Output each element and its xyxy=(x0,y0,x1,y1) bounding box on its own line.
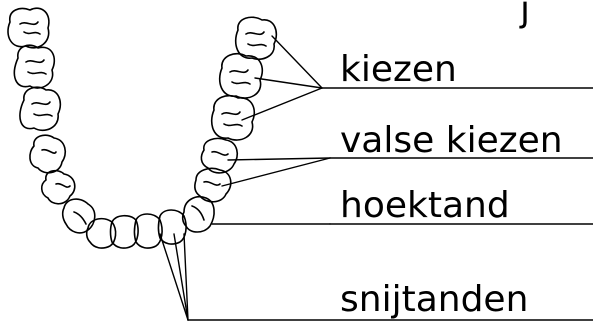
title-fragment: j xyxy=(520,0,531,30)
molar-right-3 xyxy=(234,16,278,60)
incisor-4 xyxy=(157,209,187,245)
molar-left-1 xyxy=(7,7,50,49)
label-snijtanden: snijtanden xyxy=(340,279,529,320)
incisor-3 xyxy=(133,213,163,249)
canine-right xyxy=(181,196,215,233)
label-kiezen: kiezen xyxy=(340,49,457,90)
molar-left-2 xyxy=(13,44,56,89)
premolar-left-2 xyxy=(40,169,76,205)
molar-left-3 xyxy=(19,86,62,132)
canine-left xyxy=(61,198,96,234)
label-hoektand: hoektand xyxy=(340,185,510,226)
label-underlines xyxy=(187,87,593,321)
premolar-right-2 xyxy=(200,137,239,174)
premolar-left-1 xyxy=(29,134,67,174)
leader-lines xyxy=(159,35,331,321)
molar-right-2 xyxy=(218,52,264,99)
label-valse-kiezen: valse kiezen xyxy=(340,120,563,161)
incisor-1 xyxy=(85,217,117,249)
incisor-2 xyxy=(109,214,139,249)
premolar-right-1 xyxy=(194,167,232,203)
